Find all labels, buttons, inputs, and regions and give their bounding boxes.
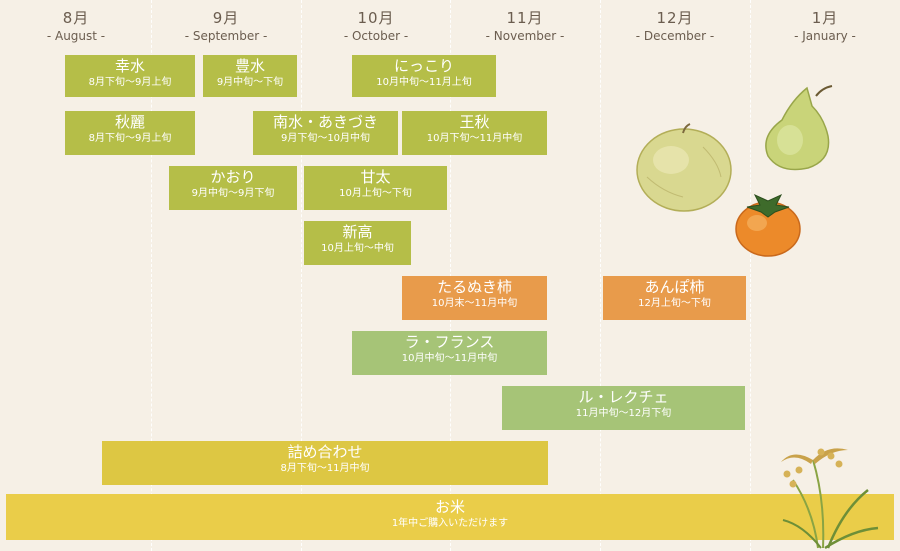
month-en: - August -: [46, 29, 106, 43]
bar-kosui: 幸水 8月下旬～9月上旬: [65, 55, 195, 97]
bar-name: たるぬき柿: [437, 278, 512, 296]
month-header-october: 10月 - October -: [301, 8, 451, 44]
bar-period: 8月下旬～9月上旬: [88, 77, 172, 88]
bar-period: 1年中ご購入いただけます: [391, 518, 509, 529]
month-header-september: 9月 - September -: [151, 8, 301, 44]
bar-amata: 甘太 10月上旬～下旬: [304, 166, 447, 210]
column-divider: [151, 0, 152, 551]
bar-anpo-kaki: あんぽ柿 12月上旬～下旬: [603, 276, 746, 320]
month-header-november: 11月 - November -: [450, 8, 600, 44]
bar-name: 豊水: [234, 57, 265, 75]
bar-la-france: ラ・フランス 10月中旬～11月中旬: [352, 331, 547, 375]
bar-rice: お米 1年中ご購入いただけます: [6, 494, 894, 540]
bar-name: 南水・あきづき: [272, 113, 378, 131]
bar-period: 10月末～11月中旬: [431, 298, 518, 309]
column-divider: [450, 0, 451, 551]
month-jp: 11月: [506, 9, 544, 27]
bar-period: 10月中旬～11月中旬: [401, 353, 498, 364]
bar-hosui: 豊水 9月中旬～下旬: [203, 55, 297, 97]
bar-name: ル・レクチェ: [578, 388, 669, 406]
bar-kaori: かおり 9月中旬～9月下旬: [169, 166, 297, 210]
western-pear-icon: [765, 85, 833, 171]
month-jp: 1月: [811, 9, 839, 27]
bar-name: 幸水: [114, 57, 145, 75]
bar-name: 秋麗: [114, 113, 145, 131]
month-jp: 8月: [62, 9, 90, 27]
bar-name: 詰め合わせ: [287, 443, 363, 461]
bar-period: 12月上旬～下旬: [638, 298, 711, 309]
bar-period: 8月下旬～11月中旬: [280, 463, 370, 474]
bar-assortment: 詰め合わせ 8月下旬～11月中旬: [102, 441, 548, 485]
month-header-january: 1月 - January -: [750, 8, 900, 44]
month-jp: 9月: [212, 9, 240, 27]
bar-le-lectier: ル・レクチェ 11月中旬～12月下旬: [502, 386, 745, 430]
month-jp: 12月: [656, 9, 694, 27]
bar-name: あんぽ柿: [644, 278, 705, 296]
month-en: - December -: [635, 29, 715, 43]
month-jp: 10月: [357, 9, 395, 27]
bar-nikkori: にっこり 10月中旬～11月上旬: [352, 55, 496, 97]
bar-shurei: 秋麗 8月下旬～9月上旬: [65, 111, 195, 155]
bar-period: 8月下旬～9月上旬: [88, 133, 172, 144]
bar-name: 甘太: [360, 168, 391, 186]
month-header-december: 12月 - December -: [600, 8, 750, 44]
bar-period: 9月下旬～10月中旬: [280, 133, 371, 144]
rice-plant-icon: [781, 448, 879, 550]
month-en: - September -: [184, 29, 268, 43]
bar-name: お米: [434, 498, 465, 516]
bar-name: 新高: [342, 223, 373, 241]
bar-oshu: 王秋 10月下旬～11月中旬: [402, 111, 547, 155]
bar-tarunuki-kaki: たるぬき柿 10月末～11月中旬: [402, 276, 547, 320]
bar-period: 10月中旬～11月上旬: [376, 77, 472, 88]
bar-name: かおり: [210, 168, 256, 186]
japanese-pear-icon: [636, 123, 732, 212]
month-header-august: 8月 - August -: [1, 8, 151, 44]
month-en: - October -: [343, 29, 409, 43]
bar-name: ラ・フランス: [404, 333, 495, 351]
bar-period: 9月中旬～9月下旬: [191, 188, 275, 199]
month-en: - November -: [485, 29, 565, 43]
column-divider: [301, 0, 302, 551]
persimmon-icon: [735, 193, 801, 257]
bar-period: 10月上旬～中旬: [321, 243, 394, 254]
column-divider: [600, 0, 601, 551]
bar-period: 10月上旬～下旬: [339, 188, 412, 199]
bar-name: にっこり: [393, 57, 454, 75]
bar-period: 10月下旬～11月中旬: [426, 133, 523, 144]
column-divider: [750, 0, 751, 551]
bar-period: 9月中旬～下旬: [216, 77, 284, 88]
bar-niitaka: 新高 10月上旬～中旬: [304, 221, 411, 265]
bar-name: 王秋: [459, 113, 490, 131]
month-en: - January -: [794, 29, 856, 43]
bar-nansui-akizuki: 南水・あきづき 9月下旬～10月中旬: [253, 111, 398, 155]
bar-period: 11月中旬～12月下旬: [575, 408, 672, 419]
